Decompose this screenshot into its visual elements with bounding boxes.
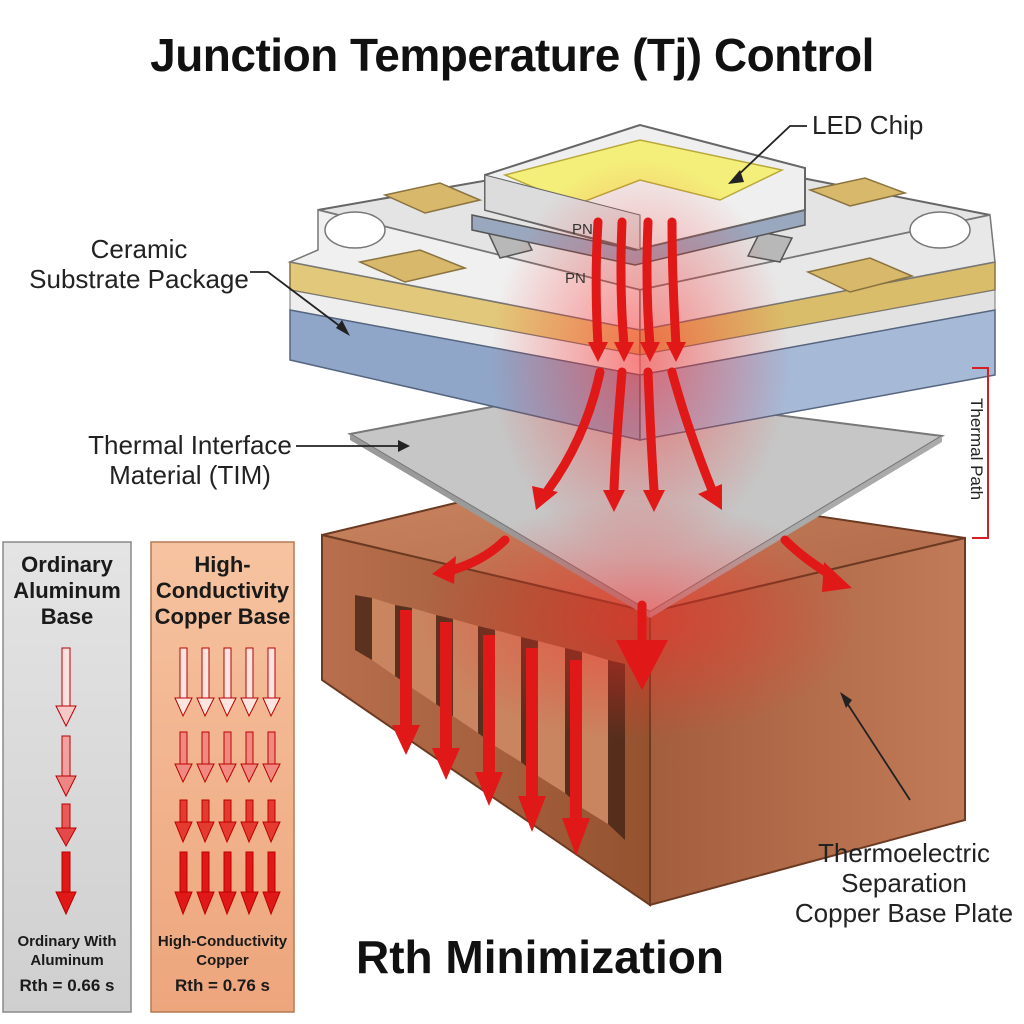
aluminum-panel-heading: Ordinary Aluminum Base	[13, 552, 121, 629]
aluminum-panel-graphic	[2, 541, 132, 1013]
aluminum-panel-footer: Ordinary With Aluminum	[17, 933, 117, 969]
copper-rth-value: Rth = 0.76 s	[175, 976, 270, 995]
copper-panel-heading: High- Conductivity Copper Base	[154, 552, 291, 629]
rth-minimization-heading: Rth Minimization	[356, 931, 724, 983]
led-chip-label: LED Chip	[812, 110, 924, 140]
ceramic-substrate-label: Ceramic Substrate Package	[29, 234, 249, 294]
pn-label-lower: PN	[565, 270, 586, 287]
copper-base-plate-label: Thermoelectric Separation Copper Base Pl…	[794, 838, 1014, 928]
aluminum-rth-value: Rth = 0.66 s	[19, 976, 115, 995]
pn-label-upper: PN	[572, 221, 593, 238]
thermal-path-label: Thermal Path	[967, 398, 986, 501]
heat-flow-arrows	[447, 217, 835, 655]
leader-lines	[250, 125, 911, 801]
copper-panel: High- Conductivity Copper Base High-Cond…	[151, 542, 294, 1012]
diagram-title: Junction Temperature (Tj) Control	[150, 29, 874, 81]
heat-arrowheads	[432, 342, 852, 690]
fin-heat-arrows	[392, 610, 590, 856]
copper-panel-graphic	[150, 541, 295, 1013]
thermal-path-bracket	[972, 367, 989, 539]
aluminum-panel: Ordinary Aluminum Base Ordinary With Alu…	[3, 542, 131, 1012]
tim-label: Thermal Interface Material (TIM)	[88, 430, 292, 490]
copper-panel-footer: High-Conductivity Copper	[157, 933, 288, 969]
